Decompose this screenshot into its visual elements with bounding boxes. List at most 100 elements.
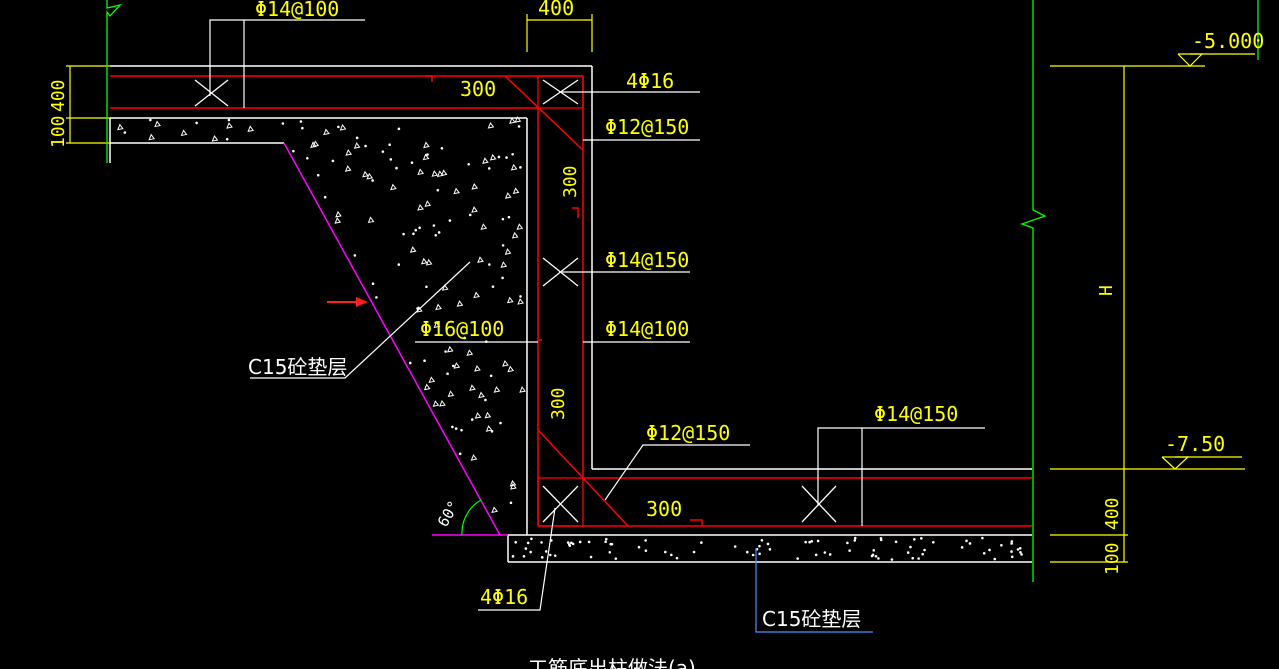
hatch-mark: [467, 162, 470, 166]
hatch-mark: [1010, 555, 1014, 559]
hatch-mark: [540, 556, 544, 559]
wall-outer-100-label: Φ14@100: [605, 317, 689, 341]
hatch-mark: [605, 537, 608, 541]
hatch-mark: [828, 553, 832, 556]
corner-bars-bottom-label: 4Φ16: [480, 585, 528, 609]
hatch-mark: [337, 125, 340, 129]
hatch-mark: [469, 384, 476, 391]
hatch-mark: [553, 554, 557, 557]
hatch-mark: [917, 557, 920, 560]
hatch-mark: [408, 361, 412, 365]
hatch-mark: [644, 549, 648, 552]
hatch-mark: [510, 163, 518, 171]
hatch-mark: [436, 170, 444, 178]
hatch-mark: [810, 539, 814, 543]
hatch-mark: [568, 544, 572, 547]
break-lines: [106, 0, 1259, 582]
hatch-mark: [491, 285, 495, 288]
hatch-mark: [434, 233, 438, 237]
hatch-mark: [853, 539, 857, 542]
hatch-mark: [247, 125, 255, 133]
hatch-mark: [331, 159, 335, 163]
hatch-mark: [425, 285, 428, 289]
elevation-top-label: -5.000: [1192, 29, 1264, 53]
hatch-mark: [931, 540, 935, 544]
hatch-mark: [501, 276, 504, 280]
hatch-mark: [529, 550, 532, 554]
hatch-mark: [323, 195, 327, 199]
hatch-mark: [375, 296, 378, 299]
hatch-mark: [345, 149, 353, 156]
hatch-mark: [425, 258, 433, 266]
hatch-mark: [510, 482, 517, 490]
hatch-mark: [424, 200, 432, 207]
hatch-mark: [589, 555, 593, 559]
hatch-mark: [982, 551, 986, 555]
hatch-mark: [471, 183, 479, 190]
hatch-mark: [913, 538, 916, 541]
hatch-mark: [1010, 542, 1013, 545]
hatch-mark: [530, 537, 533, 541]
hatch-mark: [814, 553, 818, 557]
top-width-label: 400: [538, 0, 574, 20]
bottom-bar-label: Φ14@150: [874, 402, 958, 426]
hatch-mark: [390, 183, 397, 191]
hatch-mark: [664, 550, 667, 554]
hatch-mark: [306, 156, 309, 160]
hatch-mark: [395, 166, 398, 170]
hatch-mark: [367, 216, 375, 224]
hatch-mark: [501, 244, 505, 247]
hatch-mark: [473, 291, 480, 299]
hatch-mark: [507, 365, 515, 373]
hatch-mark: [524, 547, 528, 550]
hatch-mark: [451, 425, 454, 429]
drawing-caption: 工筋底出柱做法(a): [528, 656, 696, 669]
dim-100-left-label: 100: [48, 115, 69, 148]
hatch-mark: [502, 359, 509, 367]
dim-400-left-label: 400: [48, 79, 69, 112]
hatch-mark: [371, 282, 375, 286]
hatch-mark: [499, 421, 502, 425]
hatch-mark: [149, 118, 152, 122]
concrete-hatch: [117, 116, 1023, 561]
hatch-mark: [796, 557, 799, 560]
hatch-mark: [453, 362, 461, 369]
hatch-mark: [516, 223, 524, 230]
hatch-mark: [497, 155, 501, 159]
hatch-mark: [435, 303, 442, 311]
hatch-mark: [751, 553, 755, 557]
hatch-mark: [180, 129, 188, 137]
hatch-mark: [921, 552, 924, 556]
hatch-mark: [911, 556, 915, 560]
hatch-mark: [470, 454, 478, 461]
dimensions: [66, 14, 1255, 563]
hatch-mark: [872, 549, 876, 552]
hatch-mark: [504, 248, 512, 255]
wall-outer-150-label: Φ14@150: [605, 248, 689, 272]
hatch-mark: [544, 550, 548, 553]
hatch-mark: [463, 336, 466, 340]
hatch-mark: [316, 173, 320, 177]
hatch-mark: [211, 135, 219, 142]
hatch-mark: [484, 411, 492, 419]
hatch-mark: [487, 121, 495, 129]
hatch-mark: [292, 149, 295, 153]
hatch-mark: [981, 536, 984, 540]
hatch-mark: [466, 349, 474, 356]
hatch-mark: [637, 545, 641, 549]
hatch-mark: [454, 427, 458, 430]
hatch-mark: [474, 364, 481, 372]
hatch-mark: [487, 167, 491, 170]
hatch-mark: [501, 217, 505, 221]
hatch-mark: [890, 558, 894, 561]
hatch-mark: [758, 544, 761, 548]
hatch-mark: [517, 298, 524, 305]
hatch-mark: [470, 418, 474, 421]
hatch-mark: [478, 391, 485, 399]
hatch-mark: [517, 125, 521, 128]
hatch-mark: [604, 540, 607, 544]
hatch-mark: [1016, 548, 1020, 551]
hatch-mark: [446, 345, 454, 353]
height-label: H: [1096, 285, 1117, 296]
